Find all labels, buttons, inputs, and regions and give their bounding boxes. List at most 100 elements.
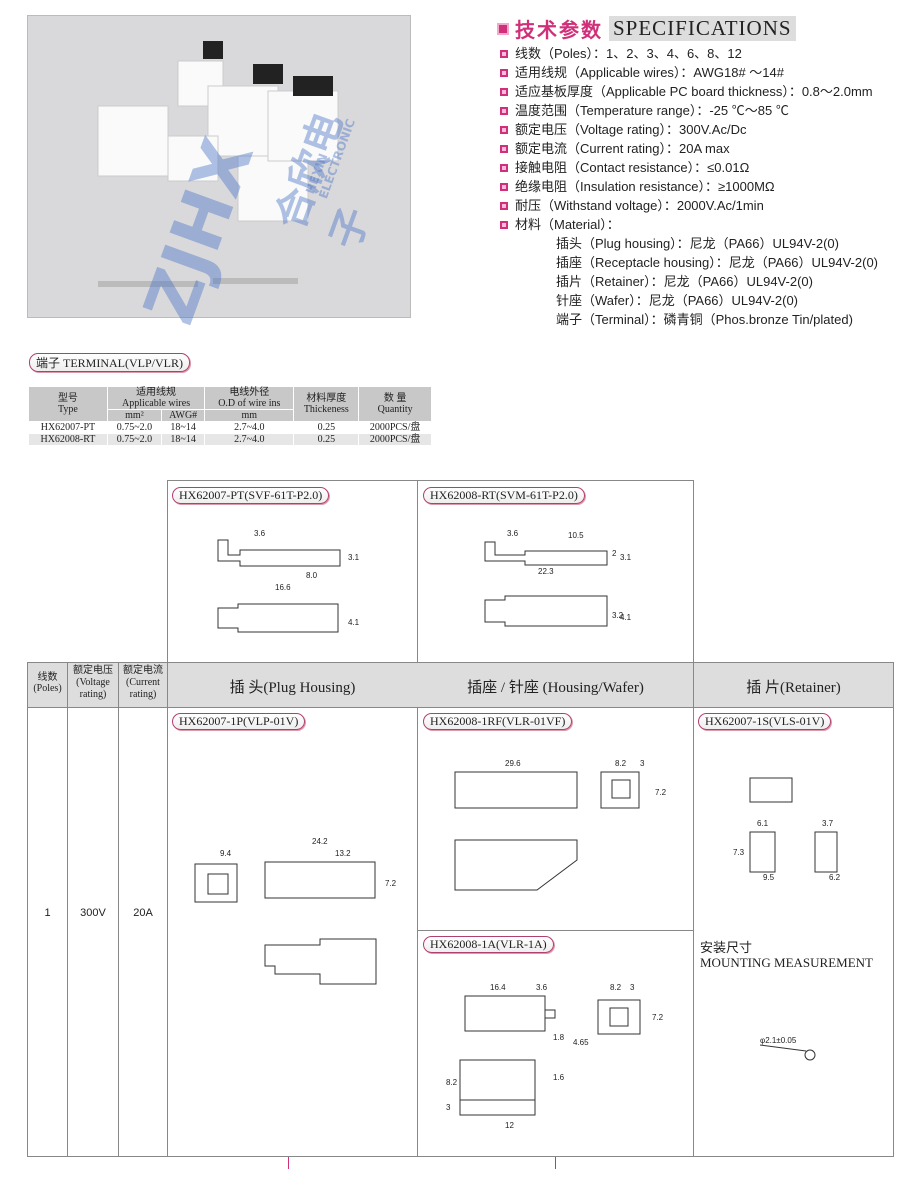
bullet-icon <box>500 106 508 115</box>
drawing-mounting: φ2.1±0.05 <box>759 1036 816 1061</box>
bullet-icon <box>497 22 509 35</box>
svg-text:6.1: 6.1 <box>757 819 769 828</box>
drawing-1p: 24.2 9.4 13.2 7.2 <box>194 837 397 985</box>
material-text: 插座（Receptacle housing）：尼龙（PA66）UL94V-2(0… <box>556 255 879 270</box>
svg-text:24.2: 24.2 <box>312 837 328 846</box>
mounting-title-cn: 安装尺寸 <box>700 940 753 955</box>
svg-text:4.1: 4.1 <box>348 618 360 627</box>
spec-text: 耐压（Withstand voltage）：2000V.Ac/1min <box>515 198 764 213</box>
svg-text:22.3: 22.3 <box>538 567 554 576</box>
material-item: 插片（Retainer）：尼龙（PA66）UL94V-2(0) <box>500 272 878 291</box>
table-cell: 2.7~4.0 <box>204 433 295 446</box>
spec-item: 材料（Material）： <box>500 215 878 234</box>
drawing-1rf: 29.6 8.2 3 7.2 <box>454 759 667 891</box>
svg-text:7.2: 7.2 <box>655 788 667 797</box>
value-poles: 1 <box>44 907 51 919</box>
table-cell: 18~14 <box>160 433 206 446</box>
bullet-icon <box>500 68 508 77</box>
label-1p: HX62007-1P(VLP-01V) <box>172 713 306 730</box>
label-1a: HX62008-1A(VLR-1A) <box>423 936 554 953</box>
main-spec-table <box>27 662 894 1157</box>
material-text: 针座（Wafer）：尼龙（PA66）UL94V-2(0) <box>556 293 799 308</box>
svg-text:3: 3 <box>446 1103 451 1112</box>
svg-text:4.1: 4.1 <box>620 613 632 622</box>
svg-text:3.2: 3.2 <box>612 611 624 620</box>
header-housing-wafer: 插座 / 针座 (Housing/Wafer) <box>467 680 644 696</box>
svg-text:3: 3 <box>640 759 645 768</box>
spec-text: 适应基板厚度（Applicable PC board thickness）：0.… <box>515 84 873 99</box>
spec-text: 温度范围（Temperature range）：-25 ℃～85 ℃ <box>515 103 789 118</box>
spec-text: 线数（Poles）：1、2、3、4、6、8、12 <box>515 46 742 61</box>
svg-text:3.6: 3.6 <box>507 529 519 538</box>
spec-text: 额定电流（Current rating）：20A max <box>515 141 730 156</box>
spec-item: 绝缘电阻（Insulation resistance）：≥1000MΩ <box>500 177 878 196</box>
svg-text:3.1: 3.1 <box>348 553 360 562</box>
svg-text:7.2: 7.2 <box>385 879 397 888</box>
spec-item: 适用线规（Applicable wires）：AWG18# ～14# <box>500 63 878 82</box>
svg-text:1.8: 1.8 <box>553 1033 565 1042</box>
svg-text:3: 3 <box>630 983 635 992</box>
svg-text:8.2: 8.2 <box>610 983 622 992</box>
header-poles: 线数 (Poles) <box>33 672 62 694</box>
svg-text:1.6: 1.6 <box>553 1073 565 1082</box>
header-retainer: 插 片(Retainer) <box>746 680 841 696</box>
table-cell: 2000PCS/盘 <box>358 433 432 446</box>
spec-text: 接触电阻（Contact resistance）：≤0.01Ω <box>515 160 750 175</box>
bullet-icon <box>500 87 508 96</box>
bullet-icon <box>500 163 508 172</box>
svg-text:16.4: 16.4 <box>490 983 506 992</box>
svg-text:29.6: 29.6 <box>505 759 521 768</box>
drawing-pt: 3.6 3.1 8.0 16.6 4.1 <box>217 529 360 633</box>
drawing-rt: 3.6 10.5 2 3.1 22.3 3.2 4.1 <box>484 529 632 627</box>
svg-text:9.5: 9.5 <box>763 873 775 882</box>
svg-text:12: 12 <box>505 1121 514 1130</box>
header-plug-housing: 插 头(Plug Housing) <box>229 680 356 696</box>
label-1rf: HX62008-1RF(VLR-01VF) <box>423 713 573 730</box>
label-rt: HX62008-RT(SVM-61T-P2.0) <box>423 487 585 504</box>
specs-title-en: SPECIFICATIONS <box>609 16 796 41</box>
label-pt: HX62007-PT(SVF-61T-P2.0) <box>172 487 330 504</box>
spec-item: 额定电压（Voltage rating）：300V.Ac/Dc <box>500 120 878 139</box>
header-voltage: 额定电压 (Voltage rating) <box>73 665 113 700</box>
svg-text:3.7: 3.7 <box>822 819 834 828</box>
spec-text: 适用线规（Applicable wires）：AWG18# ～14# <box>515 65 784 80</box>
material-text: 插片（Retainer）：尼龙（PA66）UL94V-2(0) <box>556 274 813 289</box>
svg-text:8.2: 8.2 <box>615 759 627 768</box>
header-current: 额定电流 (Current rating) <box>123 665 163 700</box>
material-item: 端子（Terminal）：磷青铜（Phos.bronze Tin/plated) <box>500 310 878 329</box>
material-text: 端子（Terminal）：磷青铜（Phos.bronze Tin/plated) <box>556 312 853 327</box>
drawing-1s: 6.1 3.7 7.3 9.5 6.2 <box>733 777 841 882</box>
spec-item: 温度范围（Temperature range）：-25 ℃～85 ℃ <box>500 101 878 120</box>
svg-text:7.2: 7.2 <box>652 1013 664 1022</box>
svg-text:2: 2 <box>612 549 617 558</box>
svg-text:13.2: 13.2 <box>335 849 351 858</box>
specs-title-cn: 技术参数 <box>515 20 603 42</box>
spec-item: 线数（Poles）：1、2、3、4、6、8、12 <box>500 44 878 63</box>
value-voltage: 300V <box>80 907 106 919</box>
drawing-1a: 16.4 3.6 8.2 3 7.2 1.8 4.65 1.6 8.2 3 12 <box>446 983 664 1130</box>
value-current: 20A <box>133 907 153 919</box>
mounting-title-en: MOUNTING MEASUREMENT <box>700 955 873 970</box>
bullet-icon <box>500 182 508 191</box>
terminal-drawings-panel <box>167 480 694 663</box>
svg-text:7.3: 7.3 <box>733 848 745 857</box>
bullet-icon <box>500 125 508 134</box>
svg-text:16.6: 16.6 <box>275 583 291 592</box>
svg-text:3.6: 3.6 <box>536 983 548 992</box>
material-item: 针座（Wafer）：尼龙（PA66）UL94V-2(0) <box>500 291 878 310</box>
connector-photo-illustration <box>97 41 339 287</box>
spec-item: 适应基板厚度（Applicable PC board thickness）：0.… <box>500 82 878 101</box>
specs-list: 线数（Poles）：1、2、3、4、6、8、12 适用线规（Applicable … <box>500 44 878 329</box>
spec-item: 接触电阻（Contact resistance）：≤0.01Ω <box>500 158 878 177</box>
spec-item: 耐压（Withstand voltage）：2000V.Ac/1min <box>500 196 878 215</box>
svg-text:8.2: 8.2 <box>446 1078 458 1087</box>
spec-item: 额定电流（Current rating）：20A max <box>500 139 878 158</box>
material-item: 插头（Plug housing）：尼龙（PA66）UL94V-2(0) <box>500 234 878 253</box>
